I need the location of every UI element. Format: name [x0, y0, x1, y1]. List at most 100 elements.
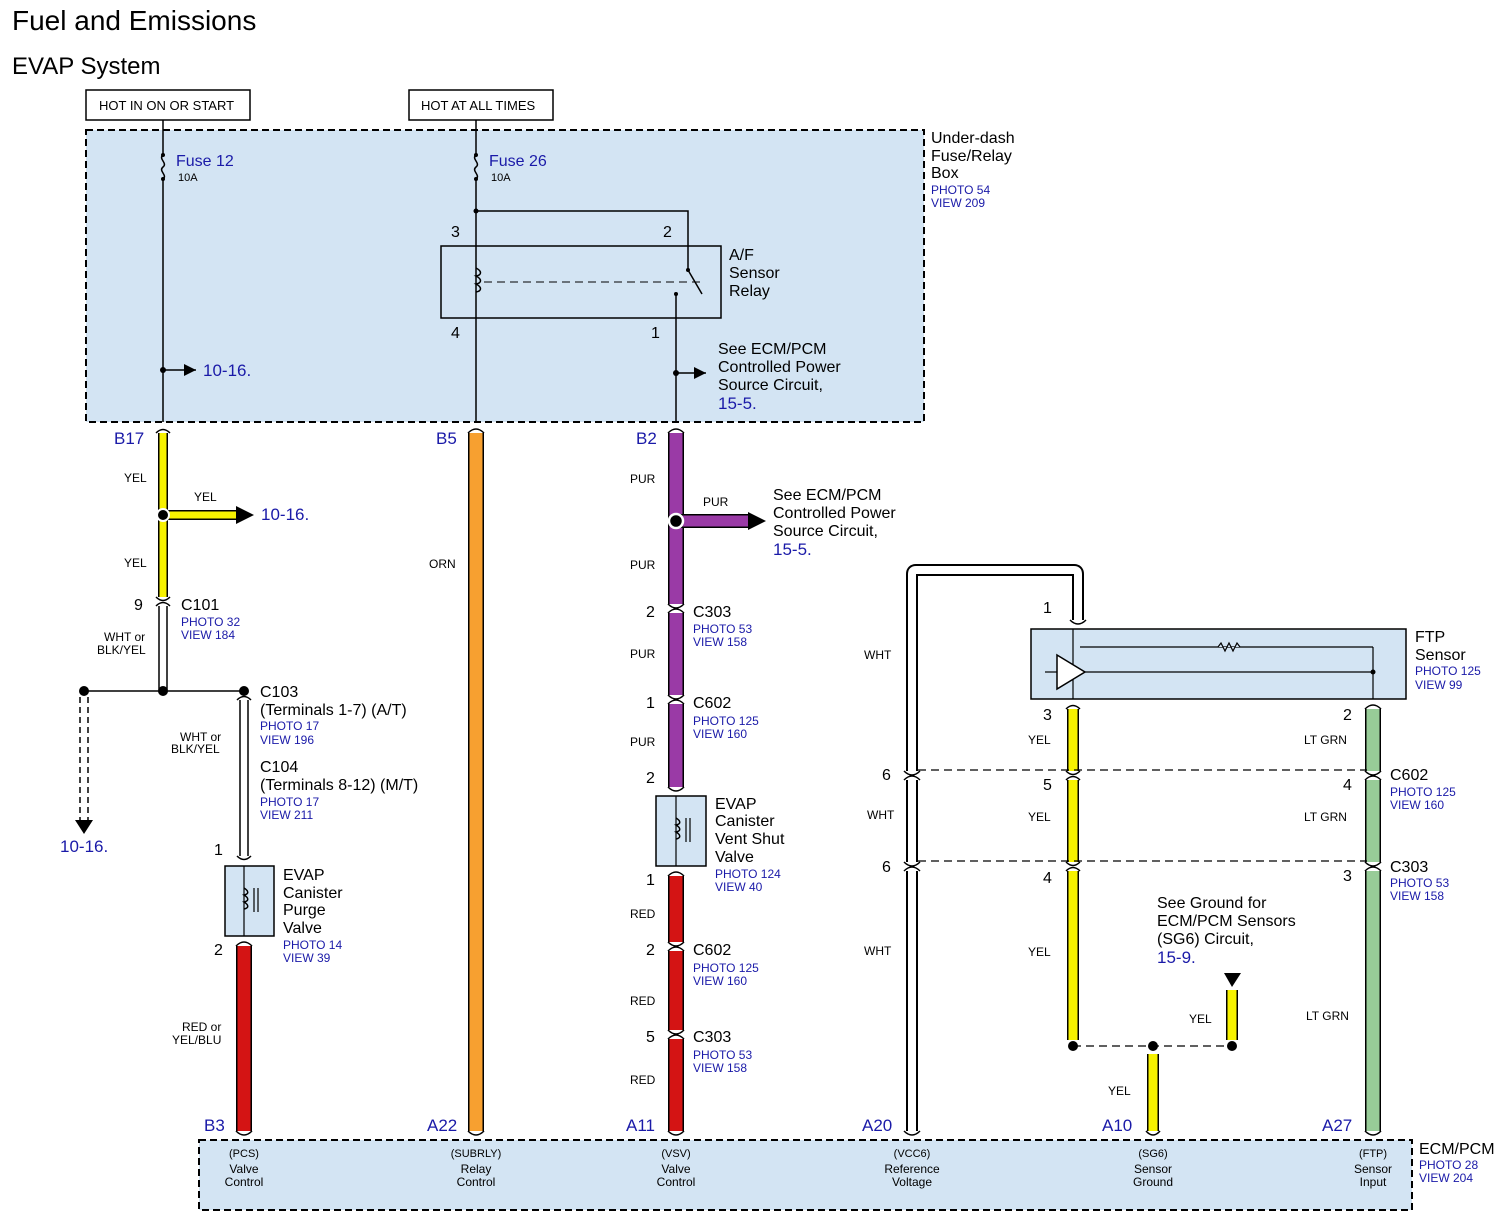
svg-text:RED or: RED or	[182, 1020, 221, 1034]
svg-text:VIEW 160[interactable]: VIEW 160	[693, 974, 747, 988]
svg-text:4: 4	[1343, 777, 1352, 794]
ref-10-16-lower[interactable]: 10-16.	[60, 837, 108, 856]
svg-text:PHOTO 28[interactable]: PHOTO 28	[1419, 1158, 1478, 1172]
svg-text:ECM/PCM Sensors: ECM/PCM Sensors	[1157, 913, 1296, 930]
power-label-right: HOT AT ALL TIMES	[421, 98, 535, 113]
ecm-terminal-a20: A20 (VCC6) Reference Voltage	[862, 1116, 940, 1189]
relay-switch-icon	[687, 269, 703, 295]
c103-label: C103	[260, 684, 298, 701]
fuse-26-label: Fuse 26	[489, 153, 547, 170]
ref-15-9[interactable]: 15-9.	[1157, 948, 1196, 967]
svg-text:PHOTO 53[interactable]: PHOTO 53	[693, 1048, 752, 1062]
svg-text:BLK/YEL: BLK/YEL	[171, 742, 220, 756]
svg-text:(PCS): (PCS)	[229, 1148, 259, 1160]
svg-text:Box: Box	[931, 165, 959, 182]
svg-text:LT GRN: LT GRN	[1304, 733, 1347, 747]
svg-text:PHOTO 124[interactable]: PHOTO 124	[715, 867, 781, 881]
see-ecm-note-2: See ECM/PCM	[773, 487, 881, 504]
svg-text:PHOTO 53[interactable]: PHOTO 53	[1390, 876, 1449, 890]
c303-right-label: C303	[1390, 859, 1428, 876]
svg-text:Canister: Canister	[715, 813, 775, 830]
svg-text:PHOTO 125[interactable]: PHOTO 125	[1415, 664, 1481, 678]
svg-text:Sensor: Sensor	[1134, 1162, 1172, 1176]
svg-text:Ground: Ground	[1133, 1175, 1173, 1189]
svg-text:1: 1	[646, 872, 655, 889]
svg-text:PUR: PUR	[630, 735, 656, 749]
svg-text:PHOTO 53[interactable]: PHOTO 53	[693, 622, 752, 636]
svg-text:VIEW 160[interactable]: VIEW 160	[1390, 798, 1444, 812]
svg-text:YEL: YEL	[1108, 1084, 1131, 1098]
page-title: Fuel and Emissions	[12, 5, 256, 36]
svg-text:VIEW 39[interactable]: VIEW 39	[283, 951, 331, 965]
c303-pur-label: C303	[693, 604, 731, 621]
svg-text:Valve: Valve	[229, 1162, 258, 1176]
svg-text:Sensor: Sensor	[729, 265, 780, 282]
svg-text:BLK/YEL: BLK/YEL	[97, 643, 146, 657]
svg-text:6: 6	[882, 859, 891, 876]
c303-red-label: C303	[693, 1029, 731, 1046]
svg-text:Valve: Valve	[715, 849, 754, 866]
c104-label: C104	[260, 759, 298, 776]
svg-text:VIEW 184[interactable]: VIEW 184	[181, 628, 235, 642]
svg-text:Valve: Valve	[661, 1162, 690, 1176]
svg-text:(SG6) Circuit,: (SG6) Circuit,	[1157, 931, 1254, 948]
svg-text:PHOTO 125[interactable]: PHOTO 125	[693, 714, 759, 728]
svg-text:VIEW 40[interactable]: VIEW 40	[715, 880, 763, 894]
svg-text:Valve: Valve	[283, 920, 322, 937]
ref-10-16-fuse[interactable]: 10-16.	[203, 361, 251, 380]
svg-text:VIEW 204[interactable]: VIEW 204	[1419, 1171, 1473, 1185]
ground-arrow-icon	[1224, 973, 1241, 987]
fuse-box-name: Under-dash	[931, 130, 1015, 147]
svg-text:PHOTO 17[interactable]: PHOTO 17	[260, 795, 319, 809]
ref-15-5-b[interactable]: 15-5.	[773, 540, 812, 559]
fuse-relay-box	[85, 129, 925, 423]
ecm-pcm-box	[198, 1139, 1413, 1211]
power-label-left: HOT IN ON OR START	[99, 98, 234, 113]
svg-text:(SG6): (SG6)	[1138, 1148, 1167, 1160]
evap-vent-shut-valve	[655, 795, 707, 867]
power-box-right	[408, 89, 554, 121]
svg-text:2: 2	[646, 604, 655, 621]
fuse-box-view[interactable]: VIEW 209	[931, 196, 985, 210]
svg-text:Vent Shut: Vent Shut	[715, 831, 785, 848]
svg-text:VIEW 99[interactable]: VIEW 99	[1415, 678, 1463, 692]
svg-text:PHOTO 32[interactable]: PHOTO 32	[181, 615, 240, 629]
fuse-12-label: Fuse 12	[176, 153, 234, 170]
svg-text:WHT: WHT	[864, 944, 892, 958]
svg-text:Input: Input	[1360, 1175, 1387, 1189]
page-subtitle: EVAP System	[12, 53, 161, 80]
svg-text:PHOTO 17[interactable]: PHOTO 17	[260, 719, 319, 733]
svg-text:Control: Control	[657, 1175, 696, 1189]
svg-text:VIEW 211[interactable]: VIEW 211	[260, 808, 313, 822]
fuse-box-photo[interactable]: PHOTO 54	[931, 183, 990, 197]
svg-text:PHOTO 125[interactable]: PHOTO 125	[1390, 785, 1456, 799]
svg-text:2: 2	[214, 942, 223, 959]
svg-text:PHOTO 125[interactable]: PHOTO 125	[693, 961, 759, 975]
svg-text:A27: A27	[1322, 1116, 1352, 1135]
svg-text:5: 5	[1043, 777, 1052, 794]
svg-text:10A: 10A	[178, 172, 198, 184]
solenoid-icon	[673, 817, 681, 840]
svg-text:YEL: YEL	[1028, 733, 1051, 747]
svg-text:VIEW 158[interactable]: VIEW 158	[1390, 889, 1444, 903]
ecm-terminal-a27: A27 (FTP) Sensor Input	[1322, 1116, 1392, 1189]
svg-text:A11: A11	[626, 1116, 655, 1135]
svg-text:VIEW 158[interactable]: VIEW 158	[693, 635, 747, 649]
ecm-label: ECM/PCM	[1419, 1141, 1495, 1158]
ref-15-5-a[interactable]: 15-5.	[718, 394, 757, 413]
svg-text:PHOTO 14[interactable]: PHOTO 14	[283, 938, 342, 952]
svg-text:RED: RED	[630, 1073, 656, 1087]
svg-text:VIEW 160[interactable]: VIEW 160	[693, 727, 747, 741]
ref-10-16-yel[interactable]: 10-16.	[261, 505, 309, 524]
svg-text:YEL: YEL	[124, 471, 147, 485]
svg-text:2: 2	[1343, 707, 1352, 724]
svg-text:(FTP): (FTP)	[1359, 1148, 1387, 1160]
svg-text:(VCC6): (VCC6)	[894, 1148, 931, 1160]
svg-text:Controlled Power: Controlled Power	[773, 505, 896, 522]
evap-purge-valve	[224, 865, 275, 937]
svg-text:VIEW 158[interactable]: VIEW 158	[693, 1061, 747, 1075]
c602-pur-label: C602	[693, 695, 731, 712]
wire-wht-a20	[906, 564, 1084, 1131]
svg-text:VIEW 196[interactable]: VIEW 196	[260, 733, 314, 747]
svg-text:RED: RED	[630, 907, 656, 921]
